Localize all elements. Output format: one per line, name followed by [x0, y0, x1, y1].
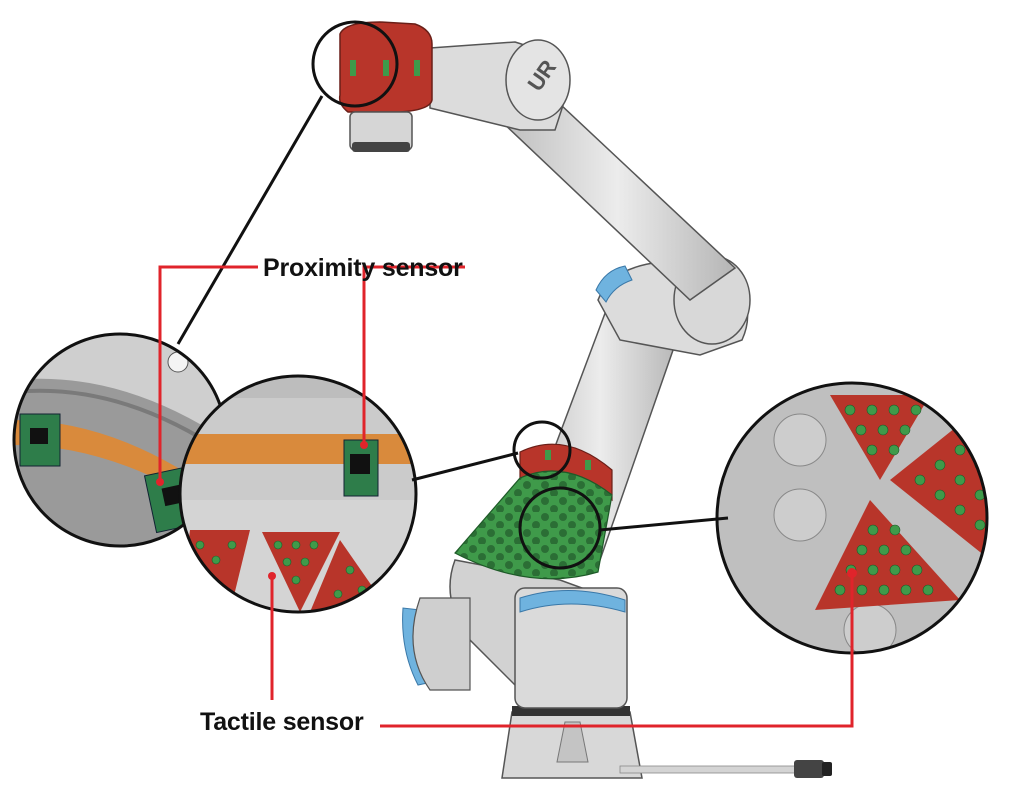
shoulder-side	[412, 597, 471, 691]
zoom-circle-b-border	[178, 374, 418, 614]
highlight-ring-arm	[512, 420, 572, 480]
callout-dot	[268, 572, 276, 580]
zoom-circle-pcb	[14, 334, 226, 546]
leader-line-head	[176, 95, 324, 345]
cable-connector	[794, 760, 824, 778]
elbow-blue-cap	[595, 265, 633, 303]
base-ring	[512, 706, 630, 716]
tactile-pad	[830, 395, 930, 480]
tactile-sensor-label: Tactile sensor	[200, 708, 364, 736]
red-head-pad	[414, 60, 420, 76]
proximity-sensor-label: Proximity sensor	[263, 254, 463, 282]
flex-cable	[14, 420, 226, 520]
shoulder-blue-cap	[519, 589, 626, 613]
shoulder-housing	[514, 587, 628, 709]
tactile-callout	[270, 573, 854, 728]
callout-dot	[360, 441, 368, 449]
robot-arm: UR	[338, 21, 832, 779]
callout-dot	[156, 478, 164, 486]
leader-line-skin	[599, 516, 729, 532]
wrist-cap	[505, 39, 571, 121]
robot-cable	[619, 765, 797, 774]
tactile-skin	[454, 470, 613, 580]
red-head-pad	[350, 60, 356, 76]
red-head-pad	[383, 60, 389, 76]
proximity-callout	[158, 265, 465, 482]
flex-cable	[180, 434, 416, 464]
ring-pad	[545, 450, 551, 460]
callout-dot	[848, 569, 856, 577]
ring-pad	[585, 460, 591, 470]
tactile-pad	[262, 532, 340, 612]
connector-tip	[822, 762, 832, 776]
base-triangle-mark	[556, 721, 589, 763]
highlight-ring-skin	[518, 486, 602, 570]
leader-line-arm	[411, 451, 519, 482]
tool-flange-ring	[352, 142, 410, 152]
highlight-ring-head	[311, 20, 399, 108]
